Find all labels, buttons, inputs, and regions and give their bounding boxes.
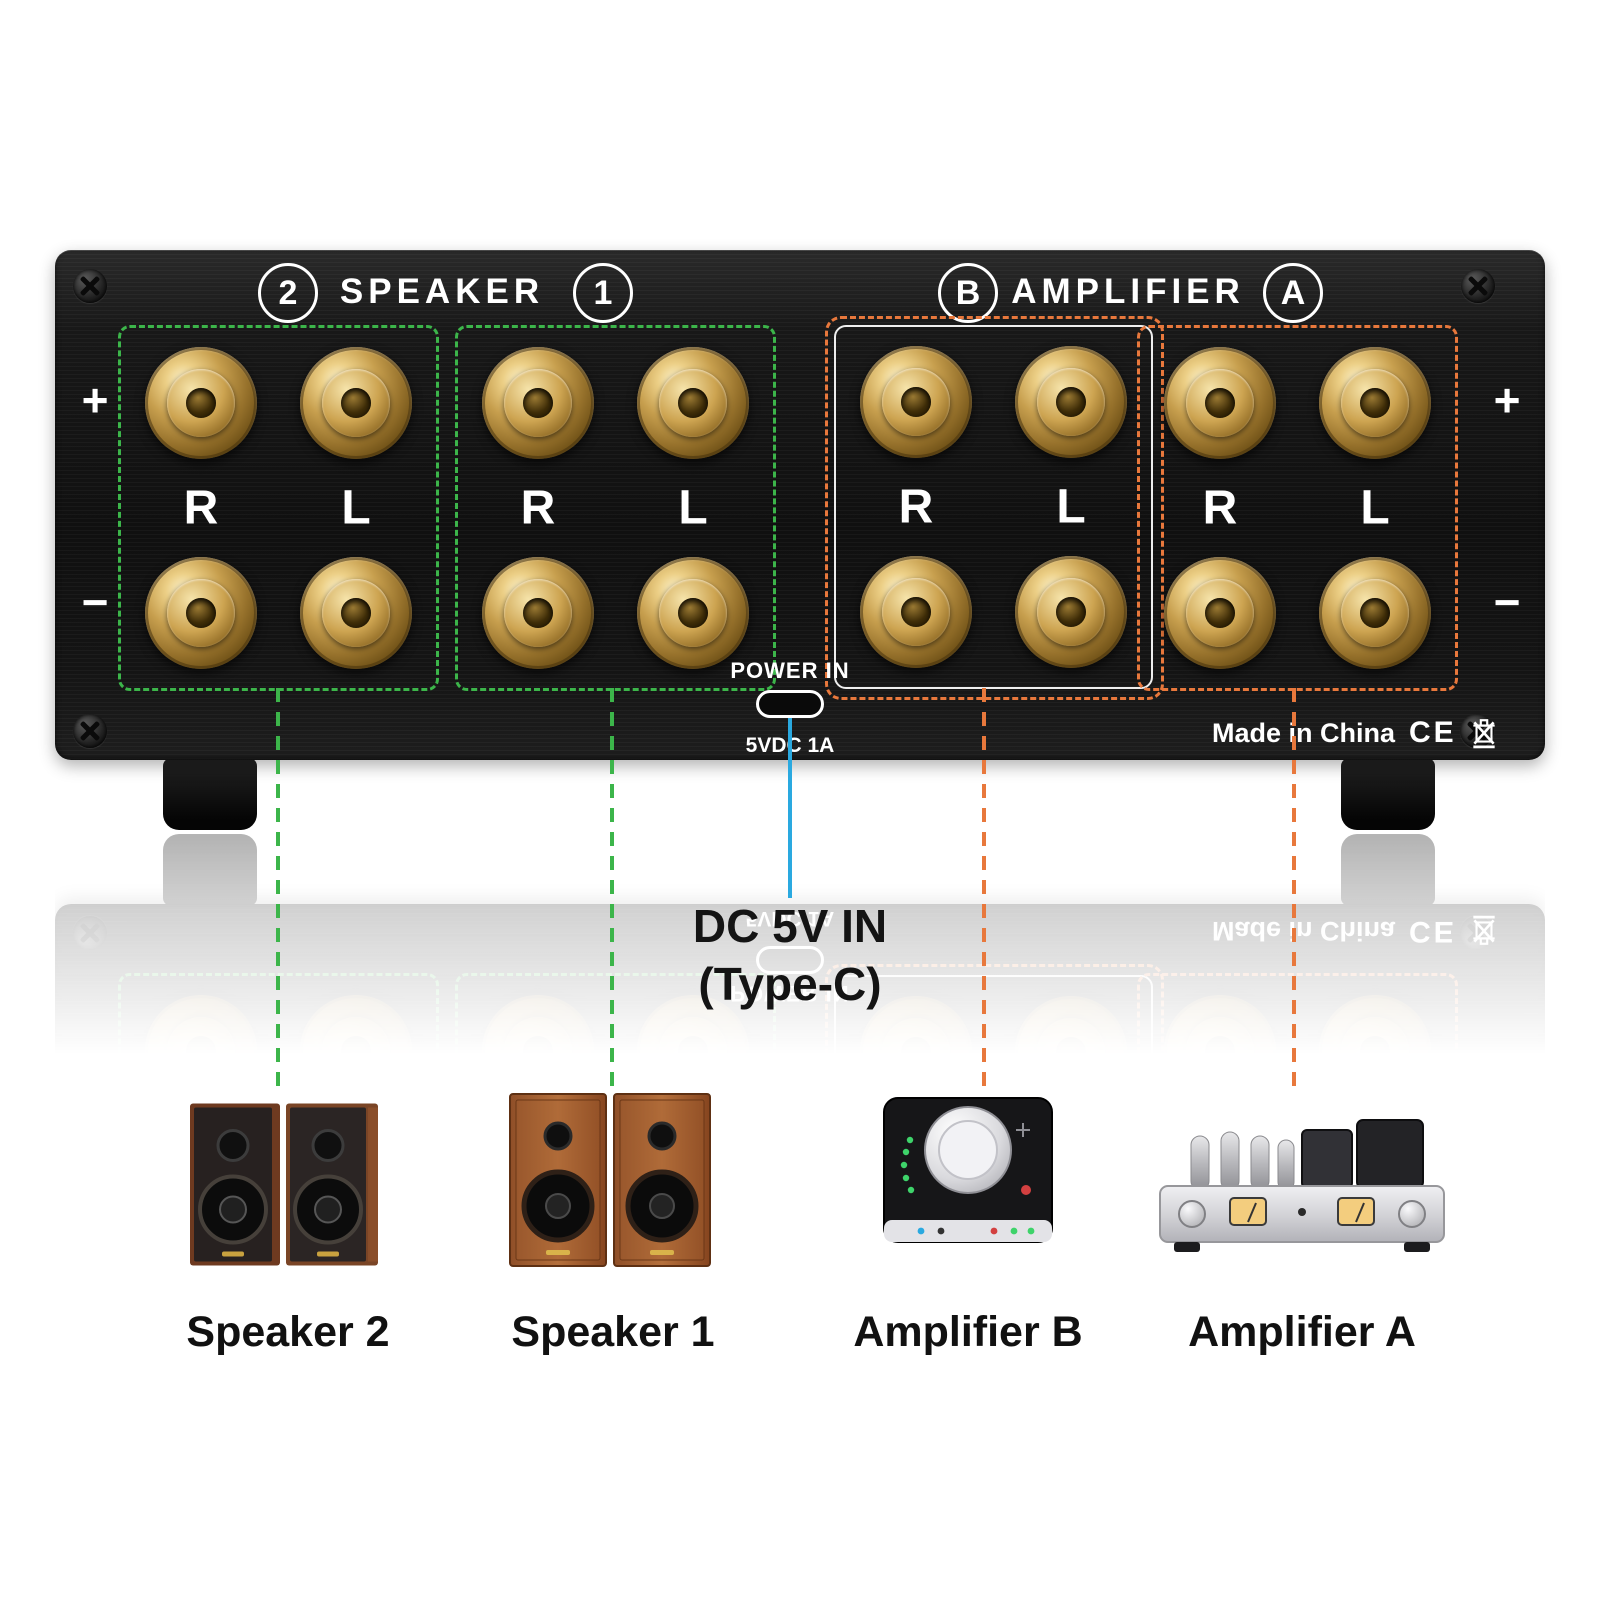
switcher-rear-panel: 2 SPEAKER 1 B AMPLIFIER A + − + − R L — [55, 250, 1545, 830]
amplifier-b-highlight — [825, 316, 1164, 700]
power-callout: DC 5V IN (Type-C) — [693, 898, 887, 1013]
speaker-2-product-image — [182, 1085, 392, 1280]
made-in-label: Made in China — [1212, 717, 1396, 748]
speaker-1-badge: 1 — [573, 263, 633, 323]
binding-post — [860, 346, 972, 458]
binding-post — [482, 347, 594, 459]
power-callout-line1: DC 5V IN — [692, 900, 888, 952]
left-channel-label: L — [1056, 480, 1086, 534]
ce-mark-icon: CE — [1409, 716, 1457, 749]
polarity-minus-left: − — [81, 576, 109, 628]
binding-post — [300, 347, 412, 459]
speaker-1-terminals: R L — [455, 325, 776, 691]
speaker-section-label: SPEAKER — [339, 272, 545, 311]
right-channel-label: R — [1202, 481, 1238, 535]
speaker-2-badge: 2 — [258, 263, 318, 323]
amplifier-b-product-image — [866, 1090, 1071, 1270]
device-foot-left — [163, 758, 257, 830]
panel-faceplate: 2 SPEAKER 1 B AMPLIFIER A + − + − R L — [55, 250, 1545, 760]
speaker-1-product-label: Speaker 1 — [511, 1308, 715, 1356]
screw-icon — [73, 269, 107, 303]
amplifier-b-leader-line — [982, 688, 986, 1088]
binding-post — [860, 556, 972, 668]
left-channel-label: L — [678, 481, 708, 535]
binding-post — [300, 557, 412, 669]
amplifier-b-product-label: Amplifier B — [853, 1308, 1083, 1356]
binding-post — [145, 557, 257, 669]
left-channel-label: L — [341, 481, 371, 535]
amplifier-b-badge: B — [938, 263, 998, 323]
power-leader-line — [788, 718, 792, 898]
power-callout-line2: (Type-C) — [698, 957, 882, 1010]
device-foot-right — [1341, 758, 1435, 830]
speaker-2-leader-line — [276, 688, 280, 1088]
binding-post — [1319, 347, 1431, 459]
right-channel-label: R — [183, 481, 219, 535]
amplifier-a-product-label: Amplifier A — [1188, 1308, 1416, 1356]
amplifier-section-label: AMPLIFIER — [1011, 272, 1245, 311]
polarity-plus-left: + — [81, 374, 109, 426]
binding-post — [1164, 557, 1276, 669]
amplifier-a-terminals: R L — [1137, 325, 1458, 691]
amplifier-a-badge: A — [1263, 263, 1323, 323]
binding-post — [637, 347, 749, 459]
left-channel-label: L — [1360, 481, 1390, 535]
binding-post — [1015, 556, 1127, 668]
speaker-1-product-image — [502, 1082, 722, 1280]
power-in-label: POWER IN — [730, 658, 850, 683]
screw-icon — [73, 714, 107, 748]
right-channel-label: R — [520, 481, 556, 535]
binding-post — [145, 347, 257, 459]
polarity-plus-right: + — [1493, 374, 1521, 426]
usb-c-port — [756, 690, 824, 718]
polarity-minus-right: − — [1493, 576, 1521, 628]
compliance-row: Made in China CE — [1212, 716, 1497, 750]
amplifier-a-product-image — [1152, 1098, 1452, 1268]
amplifier-b-terminals: R L — [834, 325, 1153, 689]
binding-post — [1319, 557, 1431, 669]
right-channel-label: R — [898, 480, 934, 534]
weee-icon — [1473, 719, 1495, 749]
screw-icon — [1461, 269, 1495, 303]
speaker-2-product-label: Speaker 2 — [186, 1308, 390, 1356]
amplifier-a-leader-line — [1292, 688, 1296, 1088]
binding-post — [1164, 347, 1276, 459]
speaker-1-leader-line — [610, 688, 614, 1088]
binding-post — [637, 557, 749, 669]
speaker-2-terminals: R L — [118, 325, 439, 691]
binding-post — [1015, 346, 1127, 458]
binding-post — [482, 557, 594, 669]
